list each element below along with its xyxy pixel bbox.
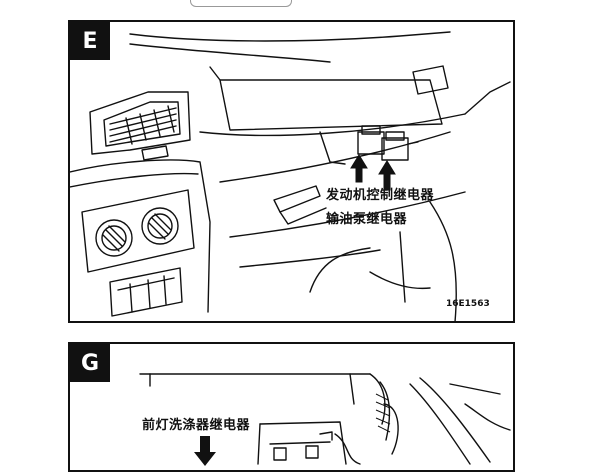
relay-arrows bbox=[350, 154, 396, 191]
panel-e: E 发动机控制继电器 输油泵继电器 16E1563 bbox=[68, 20, 515, 323]
engine-bay-drawing bbox=[139, 373, 511, 466]
engine-control-relay-label: 发动机控制继电器 bbox=[326, 188, 435, 203]
washer-relay-arrow bbox=[194, 436, 216, 466]
top-frame-fragment bbox=[190, 0, 292, 7]
fuel-pump-relay-label: 输油泵继电器 bbox=[326, 212, 408, 227]
panel-e-letter: E bbox=[70, 22, 110, 60]
figure-code: 16E1563 bbox=[446, 299, 490, 309]
panel-g-letter: G bbox=[70, 344, 110, 382]
panel-g: G 前灯洗涤器继电器 bbox=[68, 342, 515, 472]
headlamp-washer-relay-label: 前灯洗涤器继电器 bbox=[142, 418, 251, 433]
dashboard-drawing bbox=[70, 31, 511, 321]
